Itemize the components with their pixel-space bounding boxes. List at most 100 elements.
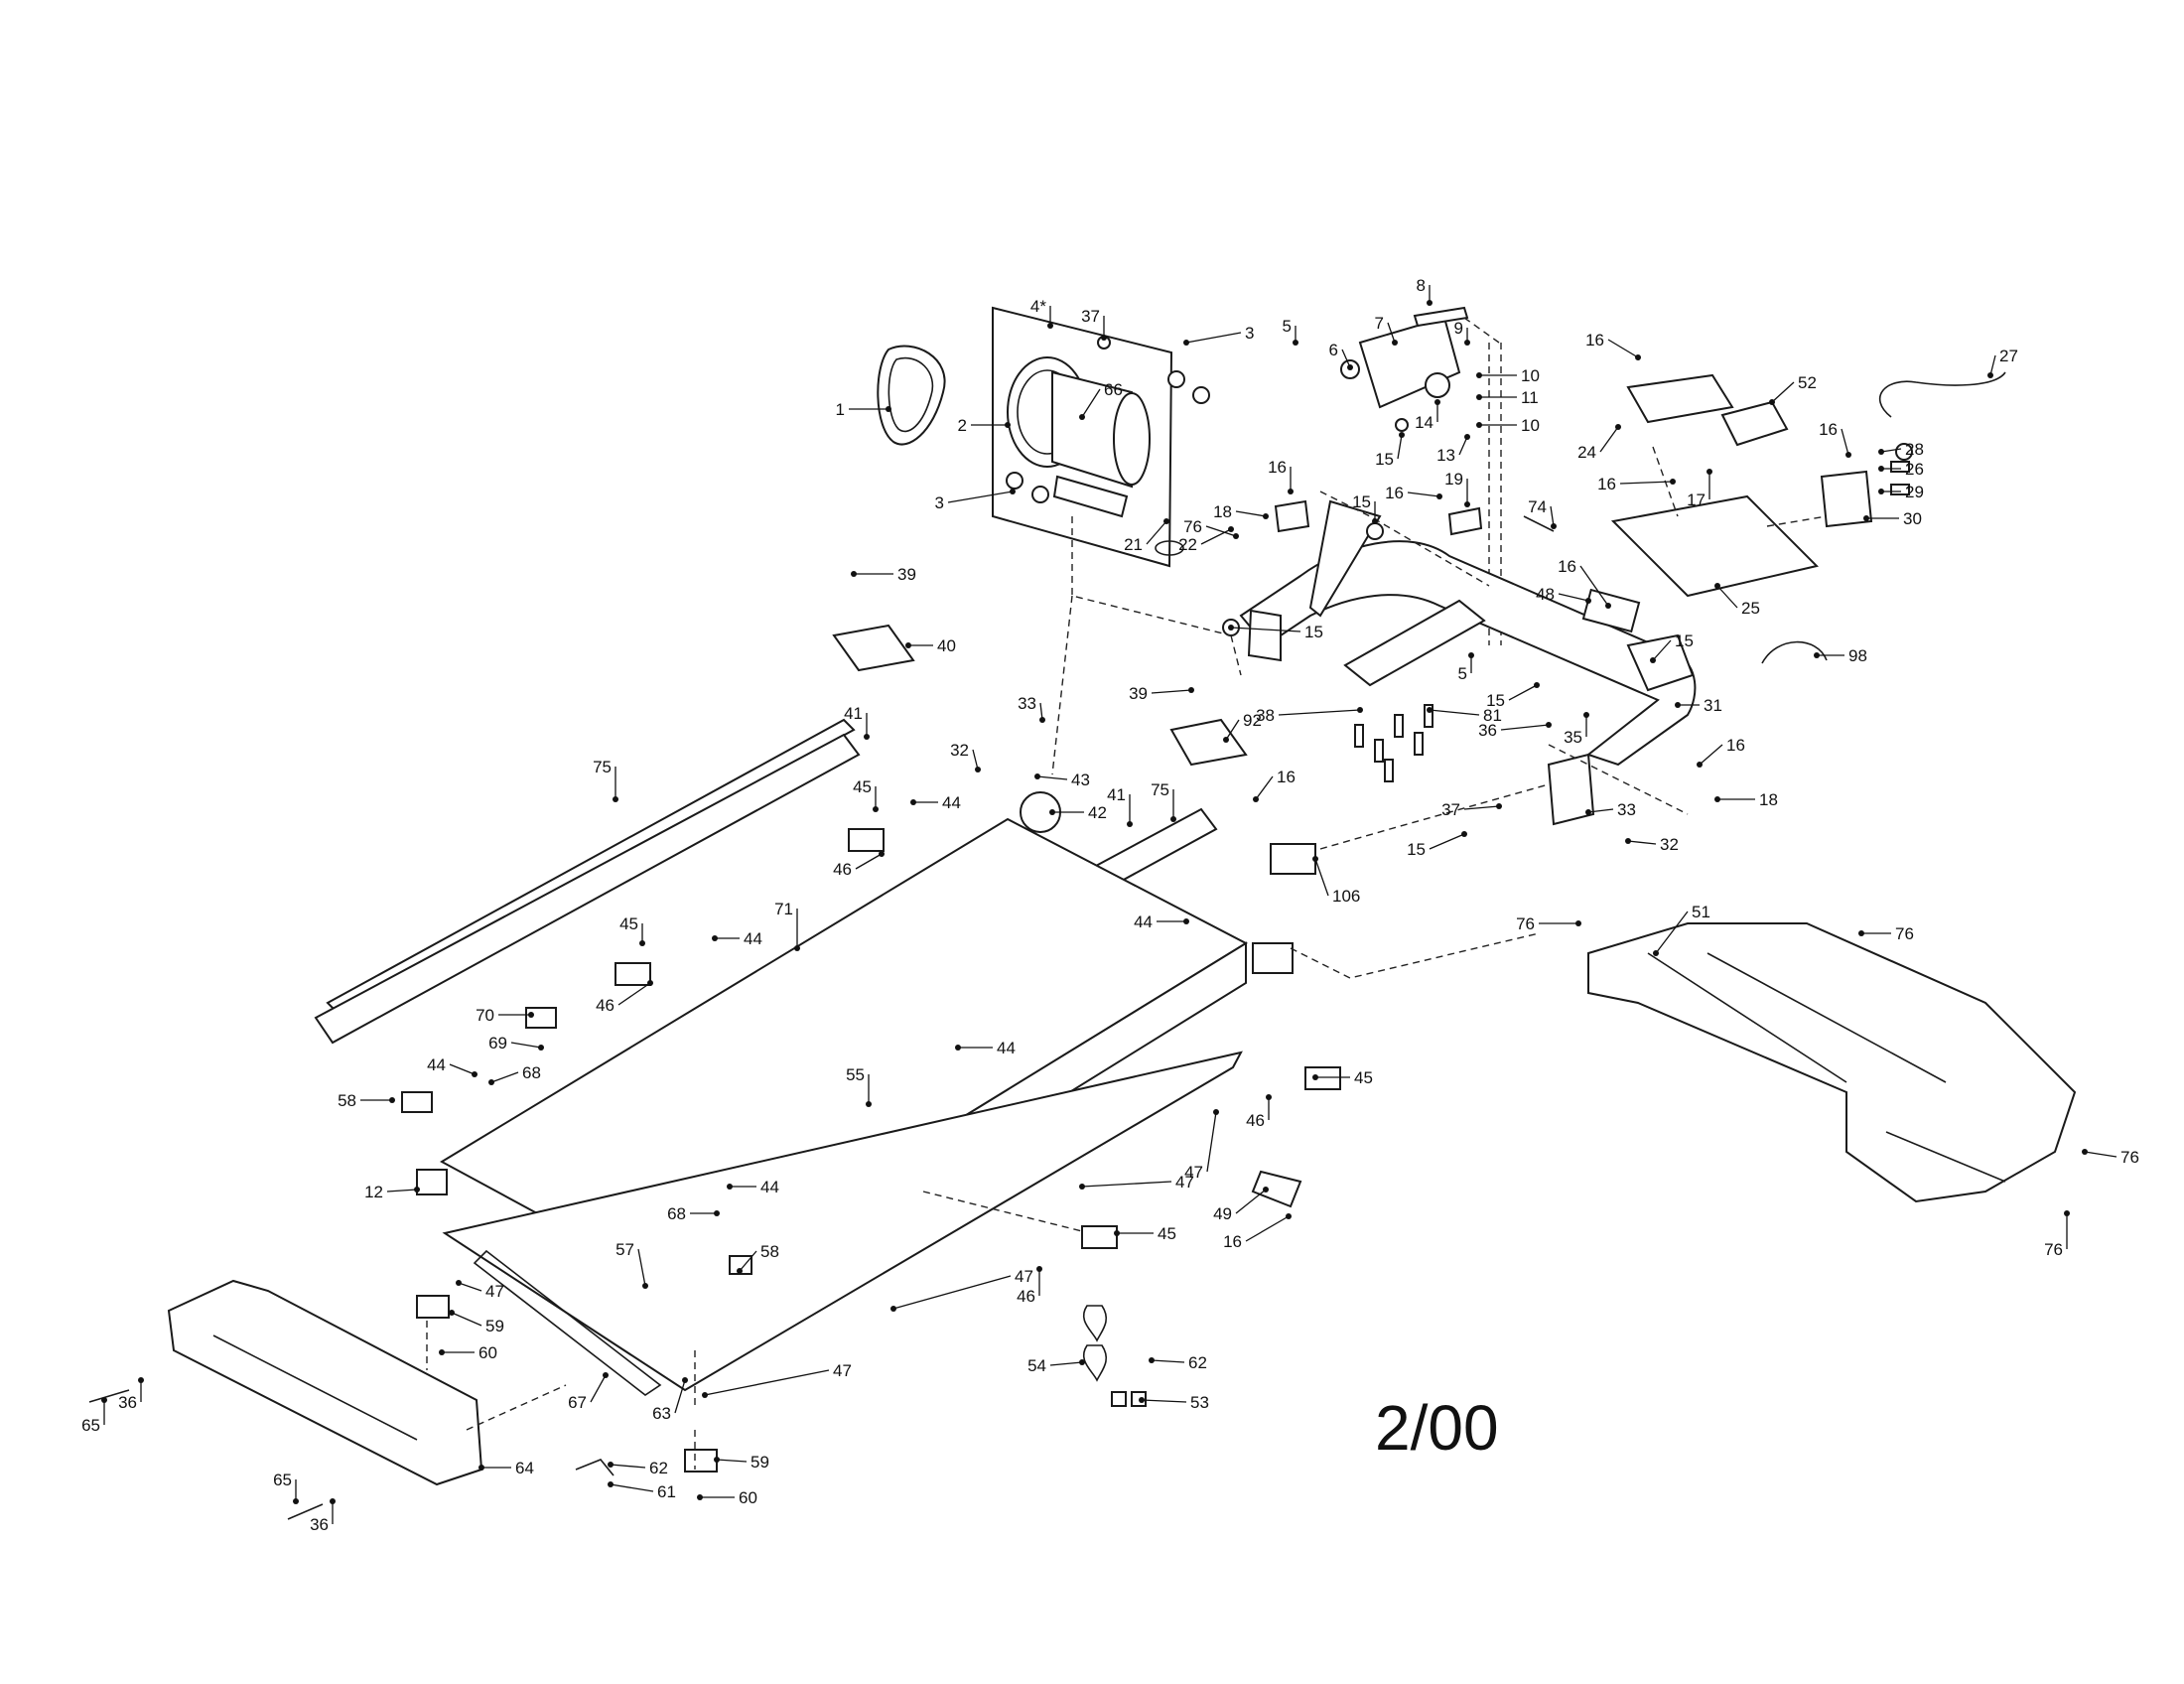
callout-c54: 54 — [1027, 1356, 1085, 1375]
callout-tip — [1706, 469, 1712, 475]
callout-tip — [1347, 364, 1353, 370]
callout-number: 1 — [836, 400, 845, 419]
frame-bolts — [1354, 704, 1433, 782]
callout-c81: 81 — [1427, 706, 1502, 725]
callout-number: 92 — [1243, 711, 1262, 730]
callout-tip — [1049, 809, 1055, 815]
callout-tip — [1427, 707, 1433, 713]
callout-c16f: 16 — [1558, 557, 1611, 609]
frame-gusset — [1308, 499, 1382, 618]
callout-c53: 53 — [1139, 1393, 1209, 1412]
deck-underside — [442, 1051, 1243, 1392]
callout-number: 30 — [1903, 509, 1922, 528]
callout-c29: 29 — [1878, 483, 1924, 501]
callout-tip — [1635, 354, 1641, 360]
callout-number: 27 — [1999, 347, 2018, 365]
callout-number: 44 — [997, 1039, 1016, 1057]
callout-tip — [1357, 707, 1363, 713]
callout-tip — [642, 1283, 648, 1289]
callout-tip — [1650, 657, 1656, 663]
motor-nut — [1031, 486, 1049, 503]
callout-number: 43 — [1071, 771, 1090, 789]
callout-number: 10 — [1521, 366, 1540, 385]
front-roller-bracket — [1252, 942, 1294, 974]
callout-c22: 22 — [1178, 526, 1234, 554]
walking-deck — [401, 791, 1341, 1473]
callout-c21: 21 — [1124, 518, 1169, 554]
callout-number: 81 — [1483, 706, 1502, 725]
callout-c15b: 15 — [1352, 492, 1378, 524]
callout-c47b: 47 — [1079, 1173, 1194, 1192]
callout-number: 33 — [1018, 694, 1036, 713]
callout-number: 28 — [1905, 440, 1924, 459]
callout-c2: 2 — [958, 416, 1011, 435]
callout-number: 24 — [1577, 443, 1596, 462]
callout-c47a: 47 — [1184, 1109, 1219, 1182]
callout-c16a: 16 — [1268, 458, 1294, 494]
safety-key — [1082, 1305, 1107, 1342]
callout-c6: 6 — [1329, 341, 1353, 370]
callout-leader — [637, 1248, 646, 1287]
callout-tip — [488, 1079, 494, 1085]
callout-tip — [293, 1498, 299, 1504]
motor-hood-base — [1587, 922, 2077, 1203]
motor-body — [1051, 370, 1133, 489]
callout-tip — [1010, 489, 1016, 494]
frame-end-plate — [1626, 633, 1695, 692]
callout-number: 3 — [1245, 324, 1254, 343]
callout-number: 7 — [1375, 314, 1384, 333]
callout-number: 10 — [1521, 416, 1540, 435]
callout-c16e: 16 — [1597, 475, 1676, 493]
callout-tip — [1585, 809, 1591, 815]
callout-tip — [1213, 1109, 1219, 1115]
callout-c44e: 44 — [427, 1055, 478, 1077]
callout-c15e: 15 — [1650, 632, 1694, 663]
callout-c38: 38 — [1256, 706, 1363, 725]
callout-tip — [955, 1045, 961, 1051]
callout-number: 25 — [1741, 599, 1760, 618]
callout-tip — [613, 796, 618, 802]
callout-tip — [538, 1045, 544, 1051]
callout-number: 65 — [273, 1471, 292, 1489]
callout-number: 46 — [833, 860, 852, 879]
callout-tip — [1399, 432, 1405, 438]
callout-tip — [1858, 930, 1864, 936]
callout-c46b: 46 — [596, 980, 653, 1015]
callout-leader — [1429, 833, 1465, 850]
callout-number: 5 — [1283, 317, 1292, 336]
callout-number: 26 — [1905, 460, 1924, 479]
callout-c9: 9 — [1454, 319, 1470, 346]
callout-tip — [712, 935, 718, 941]
callout-tip — [1223, 737, 1229, 743]
callout-c106: 106 — [1312, 856, 1360, 906]
callout-number: 70 — [476, 1006, 494, 1025]
callout-c30: 30 — [1863, 509, 1922, 528]
callout-number: 15 — [1304, 623, 1323, 641]
callout-number: 69 — [488, 1034, 507, 1052]
callout-c24: 24 — [1577, 424, 1621, 462]
callout-number: 5 — [1458, 664, 1467, 683]
callout-c10a: 10 — [1476, 366, 1540, 385]
callout-number: 15 — [1352, 492, 1371, 511]
leveler — [416, 1295, 450, 1319]
callout-tip — [1286, 1213, 1292, 1219]
callout-c16g: 16 — [1697, 736, 1745, 768]
power-cord — [1878, 371, 2006, 418]
callout-tip — [138, 1377, 144, 1383]
callout-number: 16 — [1268, 458, 1287, 477]
callout-number: 8 — [1417, 276, 1426, 295]
callout-leader — [1235, 1189, 1267, 1214]
callout-number: 39 — [1129, 684, 1148, 703]
clip — [1111, 1391, 1127, 1407]
callout-number: 45 — [1158, 1224, 1176, 1243]
callout-number: 47 — [1175, 1173, 1194, 1192]
callout-c52: 52 — [1769, 373, 1817, 405]
callout-c65b: 65 — [273, 1471, 299, 1504]
callout-tip — [1114, 1230, 1120, 1236]
callout-leader — [1141, 1399, 1187, 1403]
callout-leader — [1508, 684, 1538, 701]
callout-leader — [510, 1042, 542, 1049]
callout-leader — [1558, 593, 1589, 602]
callout-number: 37 — [1081, 307, 1100, 326]
callout-leader — [1278, 709, 1361, 716]
